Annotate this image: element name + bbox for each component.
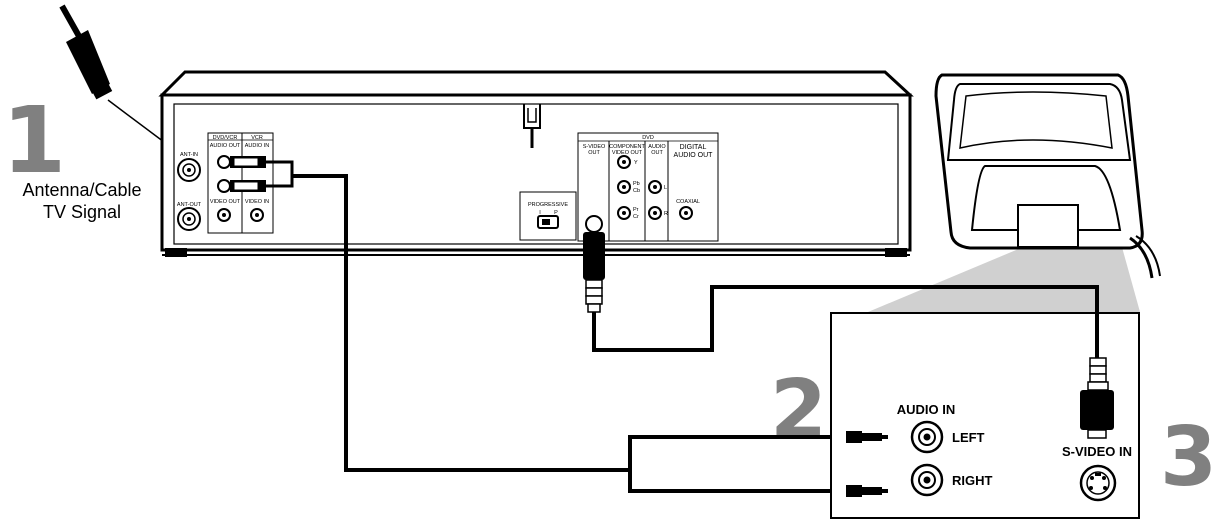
ant-in-label: ANT-IN (180, 152, 198, 158)
audio-in-label: AUDIO IN (245, 143, 269, 149)
pr-label: Pr (633, 207, 639, 213)
cb-label: Cb (633, 188, 640, 194)
dvd-vcr-label: DVD/VCR (213, 135, 238, 141)
step-1-number: 1 (2, 87, 66, 194)
audio-out-label: AUDIO OUT (210, 143, 241, 149)
cr-label: Cr (633, 214, 639, 220)
tv-rear-view (934, 73, 1161, 279)
s-video-out-label-2: OUT (588, 150, 600, 156)
antenna-caption-line-1: Antenna/Cable (22, 180, 141, 200)
audio-out-dvd-label-1: AUDIO (648, 144, 666, 150)
digital-audio-label-1: DIGITAL (680, 144, 707, 151)
y-label: Y (634, 160, 638, 166)
s-video-out-label-1: S-VIDEO (583, 144, 606, 150)
ant-out-label: ANT-OUT (177, 202, 202, 208)
video-in-label: VIDEO IN (245, 199, 269, 205)
tv-s-video-in-label: S-VIDEO IN (1062, 444, 1132, 459)
tv-jack-panel: AUDIO IN LEFT RIGHT S-VIDEO IN (830, 312, 1140, 519)
component-video-label-2: VIDEO OUT (612, 150, 643, 156)
progressive-i-label: I (539, 210, 541, 216)
progressive-p-label: P (554, 210, 558, 216)
l-label: L (664, 185, 667, 191)
tv-left-label: LEFT (952, 430, 985, 445)
tv-zoom-beam (868, 240, 1140, 312)
step-2-number: 2 (770, 363, 827, 458)
video-out-label: VIDEO OUT (210, 199, 241, 205)
dvd-label: DVD (642, 135, 654, 141)
digital-audio-label-2: AUDIO OUT (674, 152, 714, 159)
tv-audio-in-label: AUDIO IN (897, 402, 956, 417)
pb-label: Pb (633, 181, 640, 187)
component-video-label-1: COMPONENT (609, 144, 645, 150)
dvd-vcr-player: ANT-IN ANT-OUT DVD/VCR VCR AUDIO OUT AUD… (158, 70, 914, 257)
progressive-label: PROGRESSIVE (528, 202, 568, 208)
vcr-label: VCR (251, 135, 263, 141)
r-label: R (664, 211, 668, 217)
antenna-caption-line-2: TV Signal (43, 202, 121, 222)
audio-out-dvd-label-2: OUT (651, 150, 663, 156)
step-3-number: 3 (1160, 410, 1217, 505)
tv-right-label: RIGHT (952, 473, 993, 488)
coaxial-label: COAXIAL (676, 199, 700, 205)
